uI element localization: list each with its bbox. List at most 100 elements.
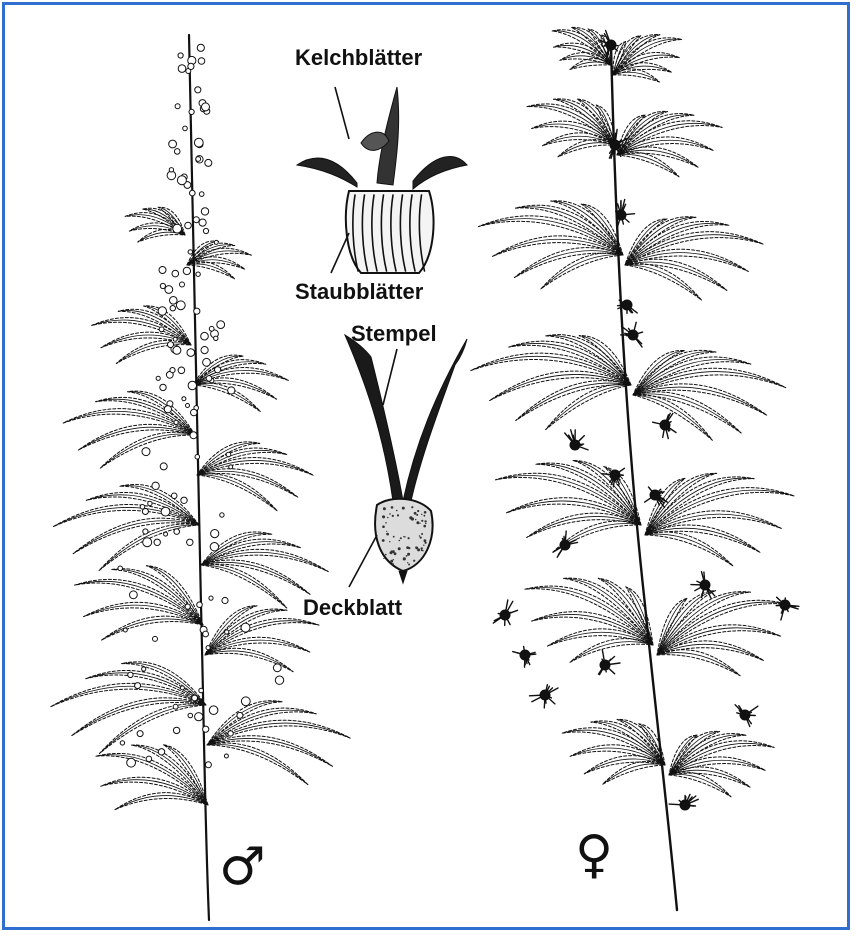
male-flower — [203, 228, 208, 233]
bract-dot — [389, 541, 390, 542]
bract-dot — [416, 514, 418, 516]
bract-dot — [421, 549, 423, 551]
leaflet — [201, 564, 287, 608]
male-flower — [185, 604, 190, 609]
label-staubblaetter: Staubblätter — [295, 281, 423, 303]
male-flower — [188, 63, 194, 69]
male-flower — [241, 697, 250, 706]
female-bud — [622, 300, 632, 310]
bract-dot — [416, 521, 419, 524]
bract-dot — [391, 506, 394, 509]
male-flower — [158, 749, 164, 755]
male-flower — [143, 538, 152, 547]
male-flower — [173, 224, 182, 233]
bract-dot — [421, 547, 423, 549]
male-flower — [192, 695, 198, 701]
male-flower — [211, 530, 219, 538]
male-flower — [210, 543, 218, 551]
leaflet-vein — [625, 265, 701, 300]
male-flower — [205, 762, 211, 768]
bract-dot — [425, 523, 426, 524]
male-flower — [176, 301, 185, 310]
bract-dot — [408, 564, 410, 566]
male-flower — [190, 432, 197, 439]
bract-dot — [387, 517, 388, 518]
leaflet — [645, 477, 754, 535]
bract-dot — [422, 550, 423, 551]
male-flower — [214, 336, 218, 340]
female-bud — [610, 140, 620, 150]
bract-dot — [407, 562, 408, 563]
male-flower — [168, 342, 174, 348]
bract-dot — [391, 560, 393, 562]
leaflet — [617, 152, 679, 177]
female-bud — [780, 600, 790, 610]
leaflet-vein — [205, 621, 319, 655]
label-stempel: Stempel — [351, 323, 437, 345]
bract-dot — [420, 523, 421, 524]
bract-dot — [406, 546, 409, 549]
male-flower — [186, 404, 190, 408]
male-flower — [159, 267, 166, 274]
bract-dot — [407, 553, 410, 556]
male-flower — [183, 126, 188, 131]
male-flower — [187, 539, 193, 545]
male-flower — [180, 282, 185, 287]
leaflet-vein — [541, 255, 623, 289]
female-bud — [520, 650, 530, 660]
male-flower — [199, 219, 206, 226]
male-flower — [142, 667, 146, 671]
male-flower — [195, 713, 203, 721]
leaflet — [536, 463, 641, 525]
male-flower — [214, 240, 218, 244]
leader-stempel — [383, 349, 397, 405]
bract-dot — [382, 525, 385, 528]
bract-dot — [424, 520, 426, 522]
bract-dot — [393, 536, 395, 538]
male-flower — [201, 208, 208, 215]
bract-dot — [383, 558, 384, 559]
male-flower — [206, 376, 212, 382]
leaflet — [73, 518, 199, 554]
male-flower — [178, 53, 183, 58]
leaflet — [645, 525, 760, 552]
leaflet — [645, 532, 733, 566]
sepal-right — [413, 157, 467, 189]
female-bud — [606, 40, 616, 50]
male-flower — [153, 636, 158, 641]
leaflet-vein — [201, 565, 287, 608]
leader-staubblaetter — [331, 233, 349, 273]
female-bud — [540, 690, 550, 700]
bract-dot — [420, 537, 422, 539]
male-flower — [182, 397, 186, 401]
male-flower — [164, 406, 171, 413]
male-flower — [196, 272, 200, 276]
bract-dot — [389, 513, 391, 515]
bract-dot — [424, 539, 427, 542]
male-flower — [180, 686, 184, 690]
male-flower — [209, 596, 213, 600]
male-flower-clusters — [118, 44, 284, 768]
leaflet — [115, 793, 208, 810]
female-bud — [680, 800, 690, 810]
male-flower — [193, 217, 199, 223]
female-bud — [616, 210, 626, 220]
male-flower — [158, 307, 166, 315]
label-deckblatt: Deckblatt — [303, 597, 402, 619]
female-bud — [570, 440, 580, 450]
male-flower — [130, 591, 138, 599]
male-flower — [142, 448, 150, 456]
male-flower — [118, 566, 123, 571]
leaflet-vein — [657, 592, 751, 655]
female-plant-leaves — [471, 27, 794, 796]
female-bud — [628, 330, 638, 340]
leaflet — [669, 772, 731, 797]
leaflet — [541, 253, 623, 289]
bract-dot — [415, 519, 416, 520]
leaflet-vein — [99, 705, 206, 754]
male-flower — [173, 727, 179, 733]
male-flower — [190, 190, 196, 196]
bract-dot — [423, 545, 424, 546]
male-flower — [203, 631, 209, 637]
male-flower — [143, 529, 148, 534]
